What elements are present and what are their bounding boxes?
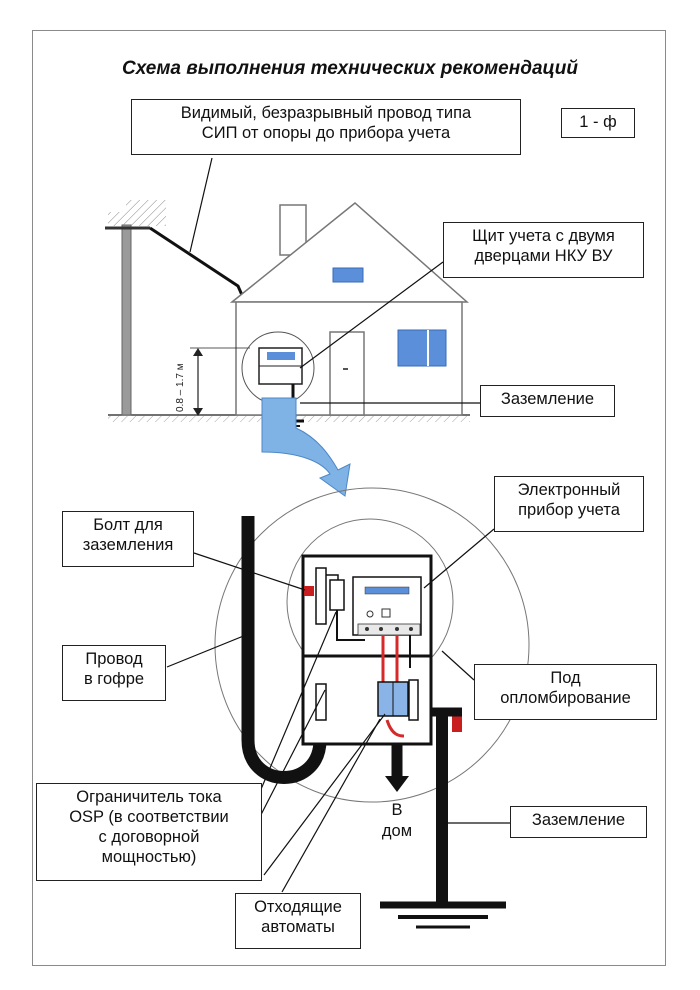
sip-wire-label: Видимый, безразрывный провод типа СИП от… xyxy=(131,99,521,155)
outgoing-breakers-label-line1: Отходящие xyxy=(254,898,342,916)
attic-window xyxy=(332,267,364,283)
meter-panel-label-line1: Щит учета с двумя xyxy=(472,227,615,245)
current-limiter-label: Ограничитель тока OSP (в соответствии с … xyxy=(36,783,262,881)
outgoing-breakers-label-line2: автоматы xyxy=(261,918,335,936)
to-house-label-line2: дом xyxy=(381,822,413,840)
phase-badge-text: 1 - ф xyxy=(579,113,617,131)
outgoing-breakers-label: Отходящие автоматы xyxy=(235,893,361,949)
utility-pole xyxy=(105,200,166,416)
diagram-frame xyxy=(32,30,666,966)
to-house-arrow xyxy=(385,776,409,792)
sealing-label-line2: опломбирование xyxy=(500,689,631,707)
house-window xyxy=(397,329,447,367)
grounding-bolt-label: Болт для заземления xyxy=(62,511,194,567)
sealing-label: Под опломбирование xyxy=(474,664,657,720)
to-house-label-line1: В xyxy=(391,801,403,819)
corrugated-wire-label: Провод в гофре xyxy=(62,645,166,701)
sealing-label-line1: Под xyxy=(550,669,581,687)
current-limiter-label-line1: Ограничитель тока xyxy=(76,788,222,806)
sip-wire-label-line1: Видимый, безразрывный провод типа xyxy=(180,104,472,122)
diagram-title: Схема выполнения технических рекомендаци… xyxy=(121,58,579,79)
electronic-meter-label-line2: прибор учета xyxy=(518,501,620,519)
grounding-bolt-label-line2: заземления xyxy=(82,536,174,554)
height-dimension: 0.8 – 1.7 м xyxy=(175,347,250,416)
current-limiter-label-line3: с договорной xyxy=(98,828,200,846)
height-mark: 0.8 – 1.7 м xyxy=(175,363,186,412)
corrugated-wire xyxy=(241,516,327,784)
to-house-label: В дом xyxy=(372,800,422,842)
phase-badge: 1 - ф xyxy=(561,108,635,138)
grounding-top-label: Заземление xyxy=(480,385,615,417)
current-limiter-label-line4: мощностью) xyxy=(101,848,197,866)
meter-panel-label: Щит учета с двумя дверцами НКУ ВУ xyxy=(443,222,644,278)
corrugated-wire-label-line1: Провод xyxy=(85,650,143,668)
grounding-bolt xyxy=(304,586,314,596)
sip-wire-label-line2: СИП от опоры до прибора учета xyxy=(201,124,451,142)
electronic-meter-label-line1: Электронный xyxy=(517,481,621,499)
grounding-bolt-label-line1: Болт для xyxy=(93,516,163,534)
electronic-meter-label: Электронный прибор учета xyxy=(494,476,644,532)
grounding-bottom-label: Заземление xyxy=(510,806,647,838)
corrugated-wire-label-line2: в гофре xyxy=(83,670,145,688)
grounding-top-label-text: Заземление xyxy=(500,390,595,408)
zoom-arrow xyxy=(261,397,351,497)
grounding-bottom-label-text: Заземление xyxy=(531,811,626,829)
house-door xyxy=(329,331,365,416)
meter-cabinet xyxy=(301,554,433,746)
meter-panel-label-line2: дверцами НКУ ВУ xyxy=(474,247,613,265)
current-limiter-label-line2: OSP (в соответствии xyxy=(69,808,229,826)
seal-marker xyxy=(452,716,462,732)
house xyxy=(229,202,469,416)
zoom-circle-large xyxy=(214,487,530,803)
